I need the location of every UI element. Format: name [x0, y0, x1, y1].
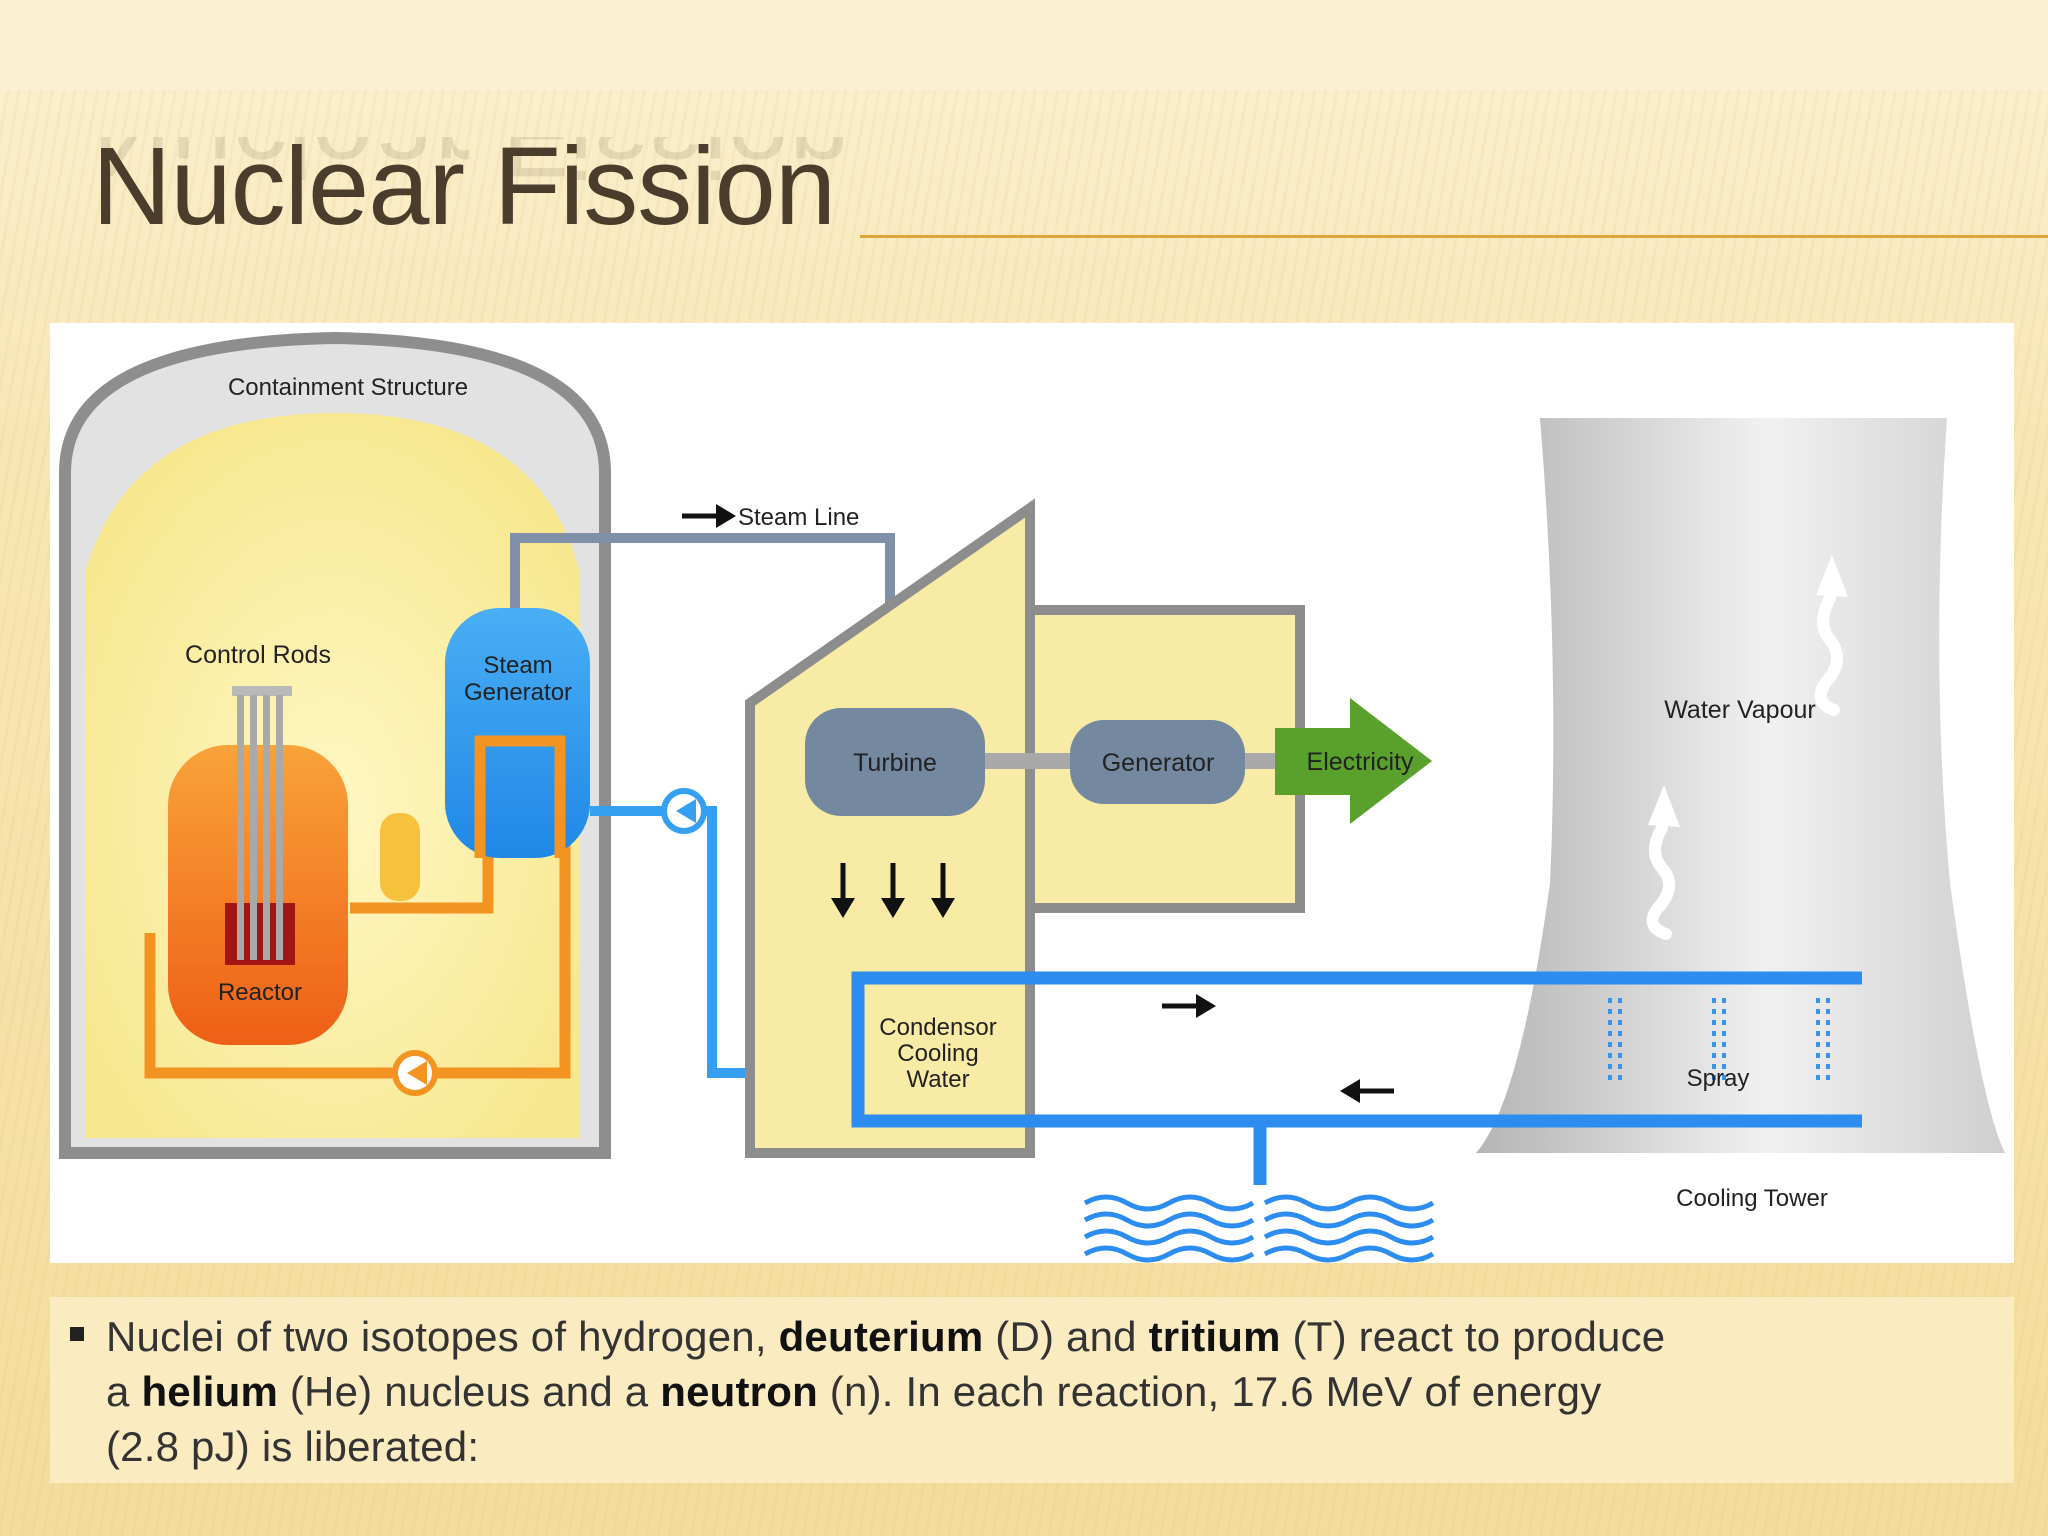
spray-nozzles: [1608, 998, 1830, 1083]
cooling-tower: Water Vapour Spray Cooling Tower: [1476, 418, 2005, 1212]
slide-title: Nuclear Fission: [92, 125, 836, 248]
vapour-wisp-icon-2: [1646, 822, 1675, 940]
cooling-tower-label: Cooling Tower: [1676, 1185, 1828, 1212]
cooling-water-loop: Condensor Cooling Water: [851, 971, 1862, 1185]
bullet-text-segment: Nuclei of two isotopes of hydrogen,: [106, 1313, 779, 1360]
electricity-label: Electricity: [1307, 748, 1414, 776]
turbine-label: Turbine: [853, 749, 937, 777]
condensate-flow-arrows: [831, 863, 955, 918]
bullet-text-segment: (n). In each reaction, 17.6 MeV of energ…: [817, 1368, 1602, 1415]
reactor-vessel: [168, 745, 348, 1045]
vapour-arrow-icon-2: [1648, 785, 1680, 827]
title-underline: [860, 235, 2048, 238]
reactor: Control Rods Reactor: [168, 641, 348, 1045]
condenser-label-3: Water: [906, 1066, 969, 1093]
steam-line-label: Steam Line: [738, 504, 859, 531]
bullet-text-segment: (T) react to produce: [1280, 1313, 1666, 1360]
bullet-text-segment: (2.8 pJ) is liberated:: [106, 1423, 480, 1470]
primary-pump-icon: [392, 1050, 438, 1096]
turbine-hall: Turbine Generator: [745, 498, 1305, 1158]
generator: [1070, 720, 1245, 804]
steam-generator: Steam Generator: [445, 608, 590, 858]
reactor-core: [225, 903, 295, 965]
term-deuterium: deuterium: [778, 1313, 984, 1360]
water-vapour-label: Water Vapour: [1664, 696, 1815, 724]
control-rod-header: [232, 686, 292, 696]
bullet-text-segment: a: [106, 1368, 142, 1415]
cooling-flow-left-arrow: [1340, 1079, 1394, 1103]
term-tritium: tritium: [1148, 1313, 1281, 1360]
reactor-label: Reactor: [218, 979, 302, 1006]
bullet-text-segment: (D) and: [983, 1313, 1149, 1360]
term-helium: helium: [141, 1368, 278, 1415]
containment-label: Containment Structure: [228, 374, 468, 401]
electricity-arrow: Electricity: [1275, 698, 1432, 824]
generator-label: Generator: [1102, 749, 1215, 777]
steam-generator-label-1: Steam: [483, 652, 552, 679]
term-neutron: neutron: [660, 1368, 818, 1415]
feedwater-line: [590, 806, 770, 1078]
slide-title-reflection: Nuclear Fission: [92, 76, 851, 199]
cooling-flow-right-arrow: [1162, 994, 1216, 1018]
condenser-label-1: Condensor: [879, 1014, 996, 1041]
turbine: [805, 708, 985, 816]
feedwater-pump-icon: [661, 788, 707, 834]
pressurizer: [380, 813, 420, 901]
bullet-point-icon: [70, 1327, 84, 1341]
steam-generator-label-2: Generator: [464, 679, 572, 706]
vapour-wisp-icon: [1814, 592, 1843, 716]
condenser-label-2: Cooling: [897, 1040, 978, 1067]
nuclear-plant-diagram: Containment Structure Steam Line Contr: [50, 323, 2014, 1263]
steam-line-pipe: [510, 533, 895, 641]
spray-label: Spray: [1687, 1065, 1750, 1092]
water-source-waves-icon: [1083, 1194, 1435, 1263]
vapour-arrow-icon: [1816, 555, 1848, 597]
steam-line-arrow: [682, 504, 736, 528]
bullet-text: Nuclei of two isotopes of hydrogen, deut…: [106, 1309, 1986, 1474]
bullet-text-segment: (He) nucleus and a: [278, 1368, 661, 1415]
slide-header-band: [0, 0, 2048, 90]
bullet-list: Nuclei of two isotopes of hydrogen, deut…: [50, 1297, 2014, 1483]
control-rods: [237, 695, 283, 960]
control-rods-label: Control Rods: [185, 641, 331, 669]
